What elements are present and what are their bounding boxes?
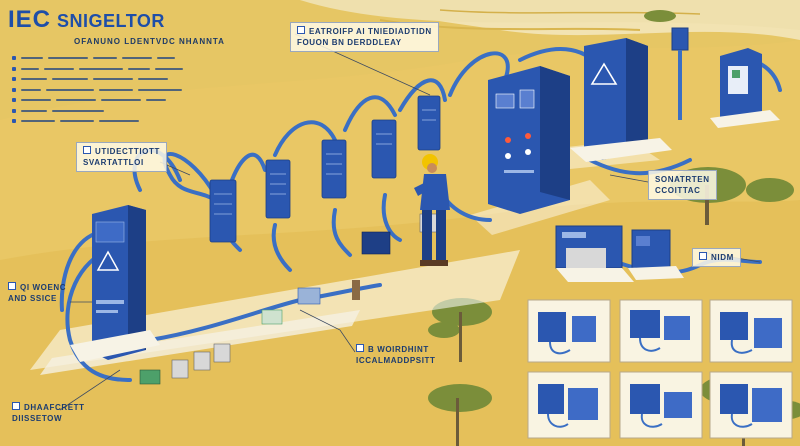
right-terminal-units — [555, 225, 684, 282]
bullet-marker-icon — [12, 108, 16, 113]
left-main-cabinet — [70, 205, 160, 362]
bullet-list — [12, 54, 252, 128]
bullet-text-placeholder — [21, 57, 43, 59]
checkbox-icon — [699, 252, 707, 260]
bullet-marker-icon — [12, 77, 16, 81]
distant-charging-post — [671, 27, 780, 128]
bullet-item — [12, 86, 252, 97]
bullet-text-placeholder — [60, 120, 94, 122]
bullet-text-placeholder — [93, 57, 117, 59]
bullet-text-placeholder — [99, 120, 139, 122]
bullet-item — [12, 117, 252, 128]
bullet-text-placeholder — [21, 67, 39, 70]
title-main: IEC — [8, 6, 52, 33]
bullet-marker-icon — [12, 66, 16, 71]
bullet-text-placeholder — [99, 88, 133, 91]
bullet-text-placeholder — [21, 109, 47, 112]
bullet-text-placeholder — [21, 78, 47, 80]
bullet-text-placeholder — [48, 57, 88, 59]
bullet-marker-icon — [12, 98, 16, 102]
bullet-text-placeholder — [44, 67, 74, 70]
title-side: SNIGELTOR — [57, 11, 165, 31]
bullet-item — [12, 96, 252, 107]
warning-triangle-icon — [96, 250, 120, 271]
bullet-text-placeholder — [21, 99, 51, 101]
callout-right-mid: NIDM — [692, 248, 741, 267]
hanging-connectors — [209, 95, 441, 243]
bullet-text-placeholder — [21, 88, 41, 91]
bullet-text-placeholder — [21, 120, 55, 122]
bullet-text-placeholder — [93, 78, 133, 80]
label-left-mid: QI WOENC AND SSICE — [8, 282, 67, 303]
page-subtitle: OFANUNO LDENTVDC NHANNTA — [74, 37, 225, 46]
label-bottom-center: B WOIRDHINT ICCALMADDPSITT — [356, 344, 436, 365]
bullet-text-placeholder — [52, 78, 88, 80]
bullet-text-placeholder — [79, 67, 123, 70]
worker-figure — [414, 154, 450, 266]
checkbox-icon — [8, 282, 16, 290]
bullet-text-placeholder — [138, 88, 182, 91]
bullet-text-placeholder — [56, 99, 96, 101]
warning-triangle-icon — [590, 62, 618, 85]
central-switch-cabinet — [488, 66, 570, 214]
bullet-text-placeholder — [157, 57, 175, 59]
bullet-text-placeholder — [122, 57, 152, 59]
right-cabinet — [570, 38, 672, 162]
bullet-text-placeholder — [146, 99, 166, 101]
ground-connector-blocks — [139, 213, 439, 385]
checkbox-icon — [83, 146, 91, 154]
bullet-text-placeholder — [128, 67, 150, 70]
bullet-text-placeholder — [52, 109, 104, 112]
detail-thumbnail-grid — [527, 299, 793, 439]
bullet-text-placeholder — [101, 99, 141, 101]
label-bottom-left: DHAAFCRETT DIISSETOW — [12, 402, 85, 423]
checkbox-icon — [297, 26, 305, 34]
bullet-text-placeholder — [138, 78, 168, 80]
bullet-item — [12, 75, 252, 86]
bullet-marker-icon — [12, 119, 16, 123]
callout-left-upper: UTIDECTTIOTT SVARTATTLOI — [76, 142, 167, 172]
callout-right-upper: SONATRTEN CCOITTAC — [648, 170, 717, 200]
checkbox-icon — [356, 344, 364, 352]
callout-top-center: EATROIFP AI TNIEDIADTIDN FOUON BN DERDDL… — [290, 22, 439, 52]
bullet-text-placeholder — [46, 88, 94, 91]
bullet-item — [12, 107, 252, 118]
bullet-item — [12, 65, 252, 76]
bullet-text-placeholder — [155, 67, 183, 70]
bullet-item — [12, 54, 252, 65]
checkbox-icon — [12, 402, 20, 410]
bullet-marker-icon — [12, 56, 16, 60]
bullet-marker-icon — [12, 87, 16, 92]
